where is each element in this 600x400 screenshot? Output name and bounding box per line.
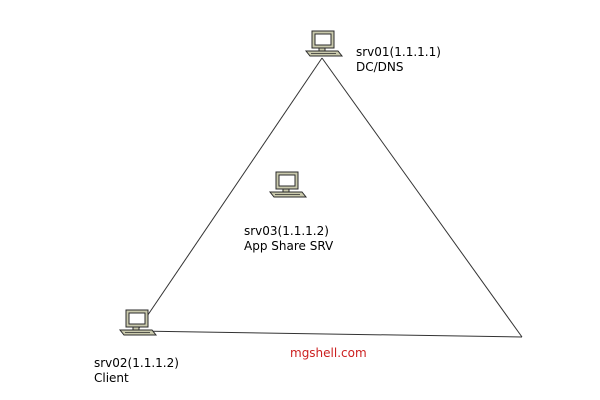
node-label-srv03: srv03(1.1.1.2) App Share SRV [244, 224, 333, 254]
workstation-icon[interactable] [269, 171, 307, 198]
link-srv01-srv02 [136, 57, 323, 332]
workstation-icon[interactable] [305, 30, 343, 57]
node-name: srv03(1.1.1.2) [244, 224, 329, 238]
node-role: App Share SRV [244, 239, 334, 253]
node-label-srv02: srv02(1.1.1.2) Client [94, 356, 179, 386]
node-label-srv01: srv01(1.1.1.1) DC/DNS [356, 45, 441, 75]
link-lines [136, 57, 523, 338]
watermark: mgshell.com [290, 346, 367, 360]
node-role: DC/DNS [356, 60, 404, 74]
link-srv01-right [321, 57, 523, 338]
node-role: Client [94, 371, 129, 385]
link-srv02-right [136, 330, 523, 338]
workstation-icon[interactable] [119, 309, 157, 336]
node-name: srv02(1.1.1.2) [94, 356, 179, 370]
node-name: srv01(1.1.1.1) [356, 45, 441, 59]
